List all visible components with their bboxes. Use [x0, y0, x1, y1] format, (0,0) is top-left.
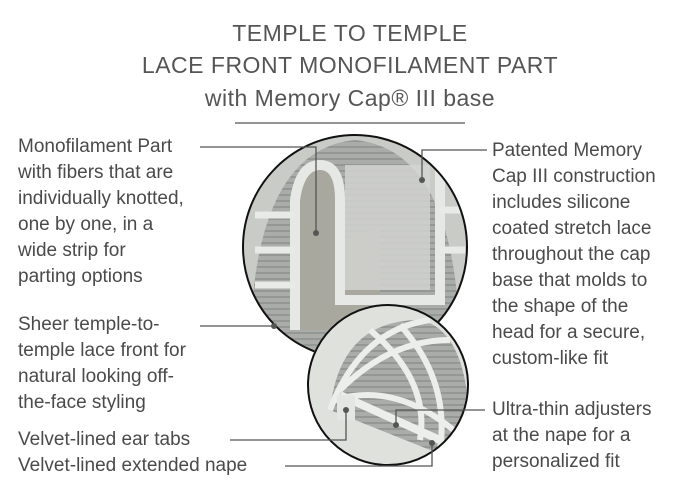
title-line-3: with Memory Cap® III base: [204, 85, 496, 111]
callout-extended-nape: Velvet-lined extended nape: [18, 455, 248, 476]
callout-sheer-lace-front: Sheer temple-to- temple lace front for n…: [18, 314, 186, 413]
callout-adjusters: Ultra-thin adjusters at the nape for a p…: [492, 399, 652, 472]
back-cap-photo: [308, 305, 468, 465]
callout-monofilament-part: Monofilament Part with fibers that are i…: [18, 136, 184, 287]
title-line-1: TEMPLE TO TEMPLE: [232, 20, 468, 46]
leader-lines: [200, 146, 487, 467]
callout-ear-tabs: Velvet-lined ear tabs: [18, 429, 191, 450]
callout-memory-cap: Patented Memory Cap III construction inc…: [492, 140, 656, 369]
title-line-2: LACE FRONT MONOFILAMENT PART: [141, 52, 559, 78]
leader-dots: [271, 177, 435, 446]
